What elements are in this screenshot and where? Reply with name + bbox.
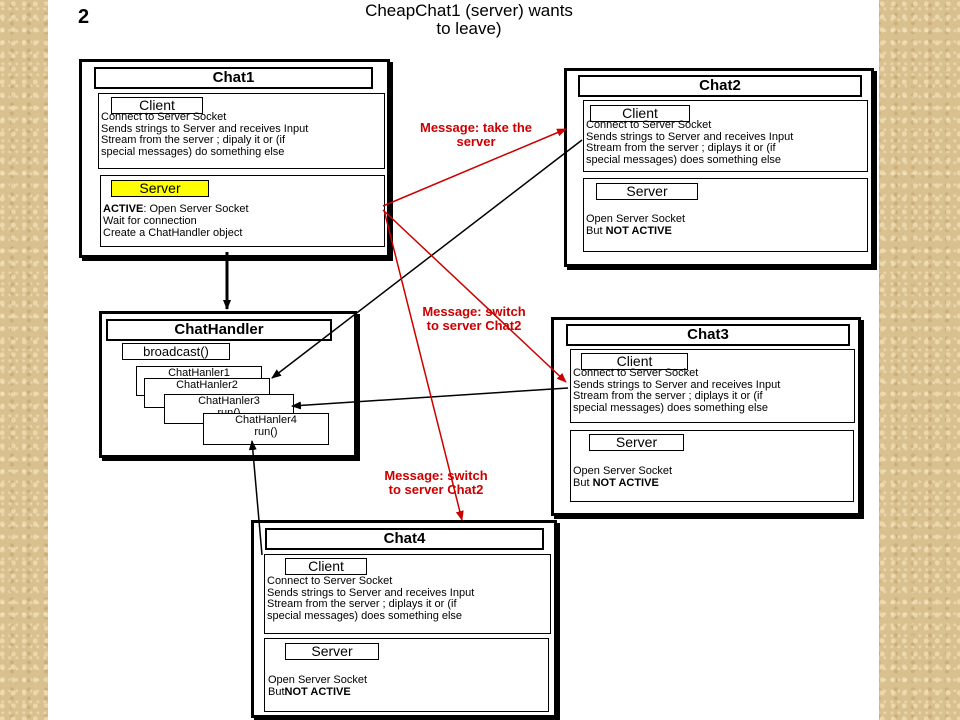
chat2-client-tag: Client [590, 105, 690, 122]
chat3-to-handler3-arrow [291, 387, 569, 410]
chat2-window: Chat2 Client Connect to Server Socket Se… [564, 68, 874, 267]
chathandler-card-2-name: ChatHanler2 [176, 379, 238, 391]
chat3-server-status: NOT ACTIVE [592, 477, 659, 489]
chat1-client-description: Connect to Server Socket Sends strings t… [101, 111, 309, 158]
chat2-server-status-line: But NOT ACTIVE [586, 225, 866, 238]
chat3-server-description: Open Server Socket [573, 465, 673, 477]
message-take-server-label: Message: take the server [420, 120, 532, 149]
chathandler-card-4: ChatHanler4 run() [203, 413, 329, 445]
chat1-server-pane: Server ACTIVE: Open Server Socket Wait f… [100, 175, 385, 247]
chathandler-card-4-name: ChatHanler4 [235, 414, 297, 426]
chat1-server-status: ACTIVE [103, 203, 144, 215]
chat4-title-bar: Chat4 [265, 528, 544, 550]
chathandler-title-bar: ChatHandler [106, 319, 332, 341]
broadcast-method-label: broadcast() [122, 343, 230, 360]
chat3-window: Chat3 Client Connect to Server Socket Se… [551, 317, 861, 516]
message-arrow-to-chat2 [382, 128, 567, 207]
chat4-server-text-2: But [268, 686, 285, 698]
chat1-title-bar: Chat1 [94, 67, 373, 89]
chat3-server-status-line: But NOT ACTIVE [573, 477, 853, 490]
slide-number: 2 [78, 6, 90, 28]
chathandler-card-4-run: run() [254, 426, 278, 438]
chat1-window: Chat1 Client Connect to Server Socket Se… [79, 59, 390, 258]
chat4-to-handler4-arrow [248, 440, 263, 556]
chathandler-window: ChatHandler broadcast() ChatHanler1 Chat… [99, 311, 357, 458]
chat1-server-tag: Server [111, 180, 209, 197]
chat1-server-description: Wait for connection Create a ChatHandler… [103, 215, 243, 239]
chat4-server-description: Open Server Socket [268, 674, 368, 686]
chat2-client-pane: Client Connect to Server Socket Sends st… [583, 100, 868, 172]
chat4-server-tag: Server [285, 643, 379, 660]
chat4-server-pane: Server Open Server Socket ButNOT ACTIVE [264, 638, 549, 712]
chat3-client-description: Connect to Server Socket Sends strings t… [573, 367, 781, 414]
chat2-to-handler1-arrow [271, 139, 583, 379]
chat1-client-tag: Client [111, 97, 203, 114]
chat3-client-pane: Client Connect to Server Socket Sends st… [570, 349, 855, 423]
chat2-title-bar: Chat2 [578, 75, 862, 97]
message-switch-label-2: Message: switch to server Chat2 [384, 468, 488, 497]
chat2-server-pane: Server Open Server Socket But NOT ACTIVE [583, 178, 868, 252]
chathandler-card-1-name: ChatHanler1 [168, 367, 230, 379]
chat3-title-bar: Chat3 [566, 324, 850, 346]
chat3-client-tag: Client [581, 353, 688, 370]
chat4-server-status-line: ButNOT ACTIVE [268, 686, 548, 699]
message-arrow-to-chat4 [383, 209, 464, 521]
chat4-server-status: NOT ACTIVE [284, 686, 351, 698]
chat2-server-text-2: But [586, 225, 606, 237]
chat1-server-text-1: : Open Server Socket [143, 203, 249, 215]
chat4-client-pane: Client Connect to Server Socket Sends st… [264, 554, 551, 634]
chat3-server-tag: Server [589, 434, 684, 451]
chat3-server-pane: Server Open Server Socket But NOT ACTIVE [570, 430, 854, 502]
chat2-client-description: Connect to Server Socket Sends strings t… [586, 119, 794, 166]
chathandler-card-3-name: ChatHanler3 [198, 395, 260, 407]
chat4-window: Chat4 Client Connect to Server Socket Se… [251, 520, 557, 718]
chat1-client-pane: Client Connect to Server Socket Sends st… [98, 93, 385, 169]
slide-title: CheapChat1 (server) wants to leave) [365, 1, 573, 38]
chat1-server-status-line: ACTIVE: Open Server Socket [103, 203, 383, 216]
chat2-server-status: NOT ACTIVE [605, 225, 672, 237]
chat3-server-text-2: But [573, 477, 593, 489]
chat2-server-description: Open Server Socket [586, 213, 686, 225]
chat2-server-tag: Server [596, 183, 698, 200]
chat4-client-description: Connect to Server Socket Sends strings t… [267, 575, 475, 622]
message-arrow-to-chat3 [382, 209, 567, 383]
chat4-client-tag: Client [285, 558, 367, 575]
